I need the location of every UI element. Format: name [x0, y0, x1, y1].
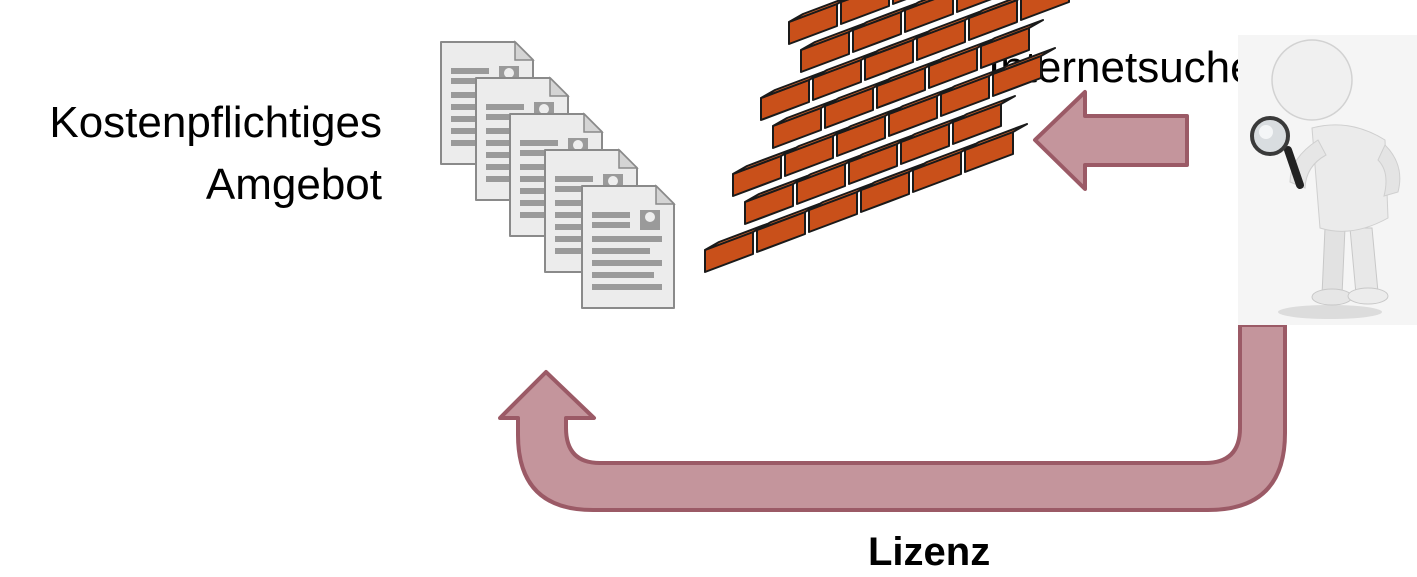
- person-with-magnifier-icon: [1238, 35, 1417, 325]
- brick: [800, 23, 864, 73]
- brick: [840, 0, 890, 25]
- brick: [964, 123, 1028, 173]
- brick: [876, 59, 940, 109]
- document-stack-icon: [440, 40, 676, 309]
- brick: [860, 163, 924, 213]
- u-turn-arrow-icon: [498, 323, 1287, 512]
- brick: [952, 95, 1016, 145]
- brick: [904, 0, 954, 33]
- offer-label: Kostenpflichtiges Amgebot: [0, 92, 382, 216]
- brick: [812, 51, 876, 101]
- arrow-left-icon: [1033, 90, 1189, 191]
- document-icon: [581, 184, 676, 309]
- brick: [992, 47, 1056, 97]
- brick: [808, 183, 872, 233]
- brick: [852, 3, 916, 53]
- brick-wall-icon: [704, 0, 1070, 273]
- license-label: Lizenz: [868, 530, 991, 574]
- offer-label-line2: Amgebot: [205, 160, 382, 209]
- brick: [892, 0, 907, 5]
- brick: [1020, 0, 1070, 21]
- brick: [956, 0, 992, 13]
- brick: [900, 115, 964, 165]
- brick: [928, 39, 992, 89]
- brick: [912, 143, 976, 193]
- brick: [788, 0, 847, 45]
- brick: [784, 127, 848, 177]
- brick: [968, 0, 1020, 41]
- brick: [980, 19, 1044, 69]
- brick: [732, 147, 796, 197]
- offer-label-line1: Kostenpflichtiges: [49, 98, 382, 147]
- brick: [796, 155, 860, 205]
- brick: [772, 99, 836, 149]
